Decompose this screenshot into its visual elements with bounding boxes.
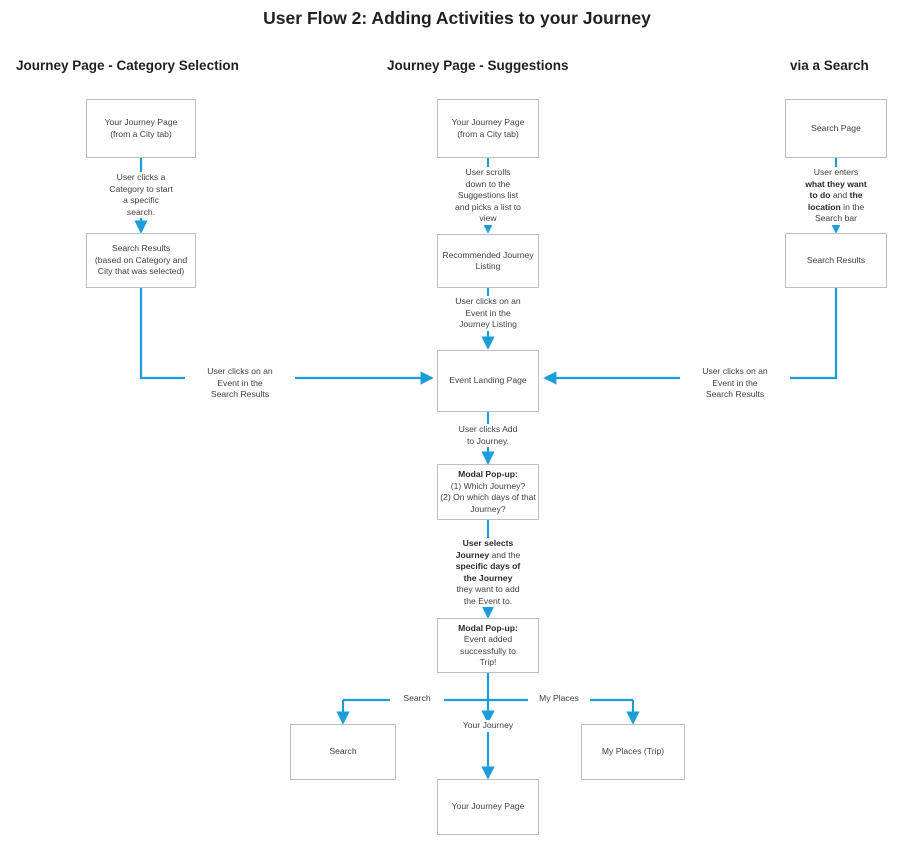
node-bottom-my-places-trip[interactable]: My Places (Trip)	[581, 724, 685, 780]
node-left-your-journey-page[interactable]: Your Journey Page (from a City tab)	[86, 99, 196, 158]
node-mid-modal-event-added[interactable]: Modal Pop-up: Event added successfully t…	[437, 618, 539, 673]
node-bottom-search[interactable]: Search	[290, 724, 396, 780]
node-label: Modal Pop-up: (1) Which Journey? (2) On …	[440, 469, 536, 515]
edge-label-user-selects-journey: User selects Journey and the specific da…	[437, 538, 539, 607]
edge-label-right-click-event: User clicks on an Event in the Search Re…	[680, 366, 790, 401]
node-bottom-your-journey-page[interactable]: Your Journey Page	[437, 779, 539, 835]
edge-label-user-clicks-category: User clicks a Category to start a specif…	[86, 172, 196, 218]
node-label: Recommended Journey Listing	[442, 249, 534, 272]
node-label-bold: Modal Pop-up:	[458, 622, 518, 633]
node-mid-recommended-journey-listing[interactable]: Recommended Journey Listing	[437, 234, 539, 288]
node-label: Search Results (based on Category and Ci…	[94, 243, 188, 277]
edge-label-branch-your-journey: Your Journey	[455, 720, 521, 732]
node-label: Search	[329, 746, 357, 757]
node-label: Your Journey Page (from a City tab)	[104, 117, 178, 139]
edge-label-user-enters-search: User enters what they want to do and the…	[785, 167, 887, 225]
column-header-suggestions: Journey Page - Suggestions	[387, 58, 569, 73]
node-label-bold: Modal Pop-up:	[458, 469, 518, 479]
node-label-rest: (1) Which Journey? (2) On which days of …	[440, 480, 536, 514]
edge-label-branch-my-places: My Places	[528, 693, 590, 705]
column-header-via-search: via a Search	[790, 58, 869, 73]
edge-label-user-clicks-add-to-journey: User clicks Add to Journey.	[437, 424, 539, 447]
node-left-search-results[interactable]: Search Results (based on Category and Ci…	[86, 233, 196, 288]
edge-label-branch-search: Search	[390, 693, 444, 705]
node-label-rest: Event added successfully to Trip!	[460, 634, 516, 667]
node-label: Search Results	[806, 254, 866, 265]
node-label: Modal Pop-up: Event added successfully t…	[440, 623, 536, 669]
column-header-category-selection: Journey Page - Category Selection	[16, 58, 239, 73]
page-title: User Flow 2: Adding Activities to your J…	[263, 8, 651, 28]
edge-left-results-to-event	[139, 288, 434, 385]
node-label: My Places (Trip)	[601, 746, 665, 757]
node-right-search-page[interactable]: Search Page	[785, 99, 887, 158]
node-label: Your Journey Page (from a City tab)	[451, 117, 525, 139]
node-mid-event-landing-page[interactable]: Event Landing Page	[437, 350, 539, 412]
node-label: Your Journey Page	[451, 801, 525, 812]
edge-label-user-scrolls-suggestions: User scrolls down to the Suggestions lis…	[437, 167, 539, 225]
node-label: Event Landing Page	[449, 375, 527, 386]
node-mid-modal-which-journey[interactable]: Modal Pop-up: (1) Which Journey? (2) On …	[437, 464, 539, 520]
node-mid-your-journey-page[interactable]: Your Journey Page (from a City tab)	[437, 99, 539, 158]
node-label: Search Page	[811, 122, 861, 133]
edge-label-mid-click-event: User clicks on an Event in the Journey L…	[437, 296, 539, 331]
edge-right-results-to-event	[543, 288, 838, 385]
node-right-search-results[interactable]: Search Results	[785, 233, 887, 288]
edge-label-left-click-event: User clicks on an Event in the Search Re…	[185, 366, 295, 401]
